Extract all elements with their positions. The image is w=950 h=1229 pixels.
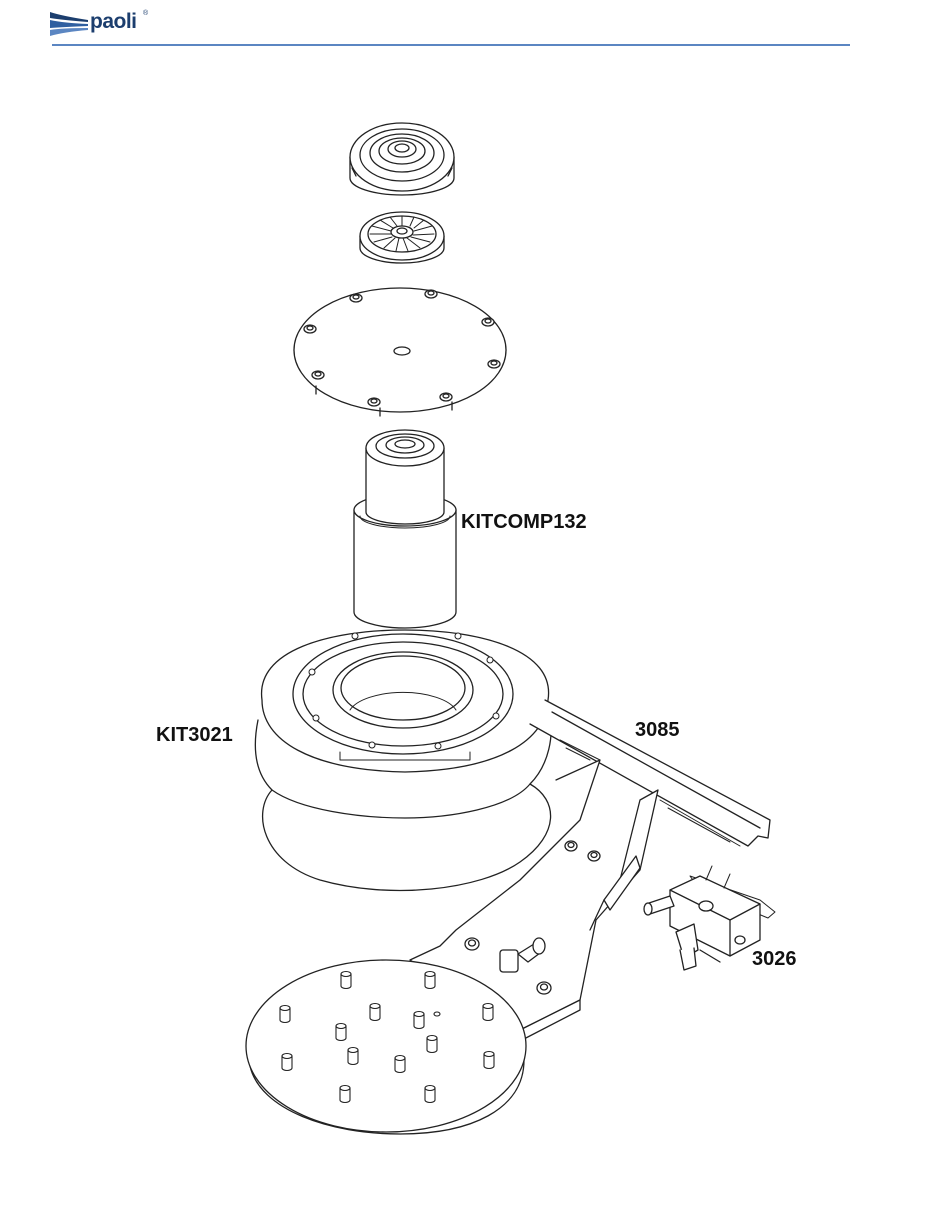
- cylinder-assembly: [354, 430, 456, 628]
- top-plate: [294, 288, 506, 416]
- base-plate: [246, 960, 526, 1134]
- callout-kitcomp132: KITCOMP132: [461, 511, 587, 534]
- top-roller-wheel: [350, 123, 454, 195]
- callout-kit3021: KIT3021: [156, 724, 233, 747]
- ribbed-hub-wheel: [360, 212, 444, 263]
- callout-3026: 3026: [752, 948, 797, 971]
- air-bellows: [255, 630, 551, 890]
- callout-3085: 3085: [635, 719, 680, 742]
